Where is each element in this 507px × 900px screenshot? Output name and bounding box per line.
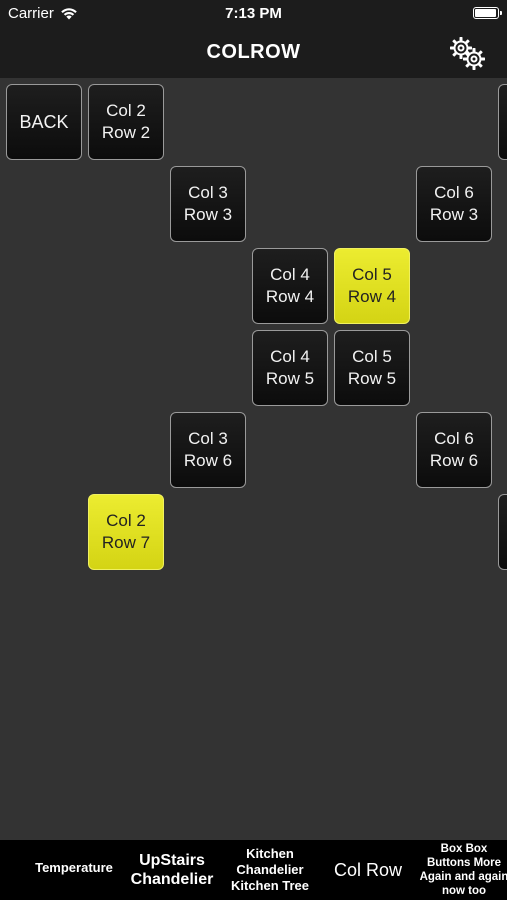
status-time: 7:13 PM — [225, 5, 282, 22]
cell-col3-row3[interactable]: Col 3 Row 3 — [170, 166, 246, 242]
cell-col2-row2[interactable]: Col 2 Row 2 — [88, 84, 164, 160]
cell-label-line2: Row 5 — [347, 369, 397, 388]
navigation-bar: COLROW — [0, 28, 507, 78]
battery-icon — [473, 7, 502, 19]
tab-label-line2: Chandelier — [236, 862, 304, 877]
tab-box-box-buttons[interactable]: Box Box Buttons More Again and again now… — [414, 842, 507, 898]
cell-col2-row7[interactable]: Col 2 Row 7 — [88, 494, 164, 570]
cell-col5-row4[interactable]: Col 5 Row 4 — [334, 248, 410, 324]
cell-col4-row4[interactable]: Col 4 Row 4 — [252, 248, 328, 324]
tab-label-line3: Kitchen Tree — [230, 878, 310, 893]
cell-label-line1: Col 6 — [434, 429, 474, 448]
cell-label-line1: Col 5 — [352, 347, 392, 366]
cell-label-line1: Col 3 — [188, 429, 228, 448]
cell-label-line2: Row 2 — [101, 123, 151, 142]
cell-label-line1: Col 4 — [270, 347, 310, 366]
page-title: COLROW — [206, 41, 301, 63]
tab-col-row[interactable]: Col Row — [322, 860, 414, 881]
cell-label-line1: Col 5 — [352, 265, 392, 284]
tab-kitchen-chandelier[interactable]: Kitchen Chandelier Kitchen Tree — [222, 846, 318, 894]
cell-label-line2: Row 4 — [265, 287, 315, 306]
tab-label-line3: Again and again — [419, 871, 507, 883]
tab-label: Col Row — [333, 860, 403, 880]
cell-col6-row6[interactable]: Col 6 Row 6 — [416, 412, 492, 488]
status-bar: Carrier 7:13 PM — [0, 0, 507, 28]
cell-label-line2: Row 3 — [429, 205, 479, 224]
tab-label-line1: UpStairs — [139, 852, 205, 869]
cell-label-line2: Row 3 — [183, 205, 233, 224]
cell-col3-row6[interactable]: Col 3 Row 6 — [170, 412, 246, 488]
tab-label: Temperature — [35, 860, 113, 875]
tab-temperature[interactable]: Temperature — [26, 860, 122, 876]
cell-offscreen-right[interactable] — [498, 494, 507, 570]
wifi-icon — [61, 8, 77, 20]
cell-label-line1: Col 2 — [106, 101, 146, 120]
tab-bar: Temperature UpStairs Chandelier Kitchen … — [0, 840, 507, 900]
tab-label-line2: Buttons More — [426, 857, 502, 869]
cell-label-line2: Row 6 — [183, 451, 233, 470]
battery-fill — [475, 9, 496, 17]
cell-label-line2: Row 5 — [265, 369, 315, 388]
cell-col5-row5[interactable]: Col 5 Row 5 — [334, 330, 410, 406]
cell-label-line1: Col 4 — [270, 265, 310, 284]
cell-label-line2: Row 7 — [101, 533, 151, 552]
back-button-label: BACK — [19, 112, 69, 132]
cell-label-line2: Row 6 — [429, 451, 479, 470]
tab-label-line4: now too — [441, 885, 487, 897]
cell-label-line1: Col 3 — [188, 183, 228, 202]
tab-label-line2: Chandelier — [130, 871, 214, 888]
cell-label-line2: Row 4 — [347, 287, 397, 306]
cell-label-line1: Col 6 — [434, 183, 474, 202]
back-button[interactable]: BACK — [6, 84, 82, 160]
tab-label-line1: Kitchen — [246, 846, 294, 861]
cell-offscreen-right[interactable] — [498, 84, 507, 160]
tab-label-line1: Box Box — [440, 843, 488, 855]
cell-col6-row3[interactable]: Col 6 Row 3 — [416, 166, 492, 242]
gears-icon[interactable] — [447, 35, 487, 71]
carrier-label: Carrier — [8, 5, 54, 22]
cell-col4-row5[interactable]: Col 4 Row 5 — [252, 330, 328, 406]
cell-label-line1: Col 2 — [106, 511, 146, 530]
carrier-indicator: Carrier — [8, 5, 78, 22]
tab-upstairs-chandelier[interactable]: UpStairs Chandelier — [124, 851, 220, 889]
button-grid: BACK Col 2 Row 2 Col 3 Row 3 Col 6 Row 3… — [0, 78, 507, 840]
